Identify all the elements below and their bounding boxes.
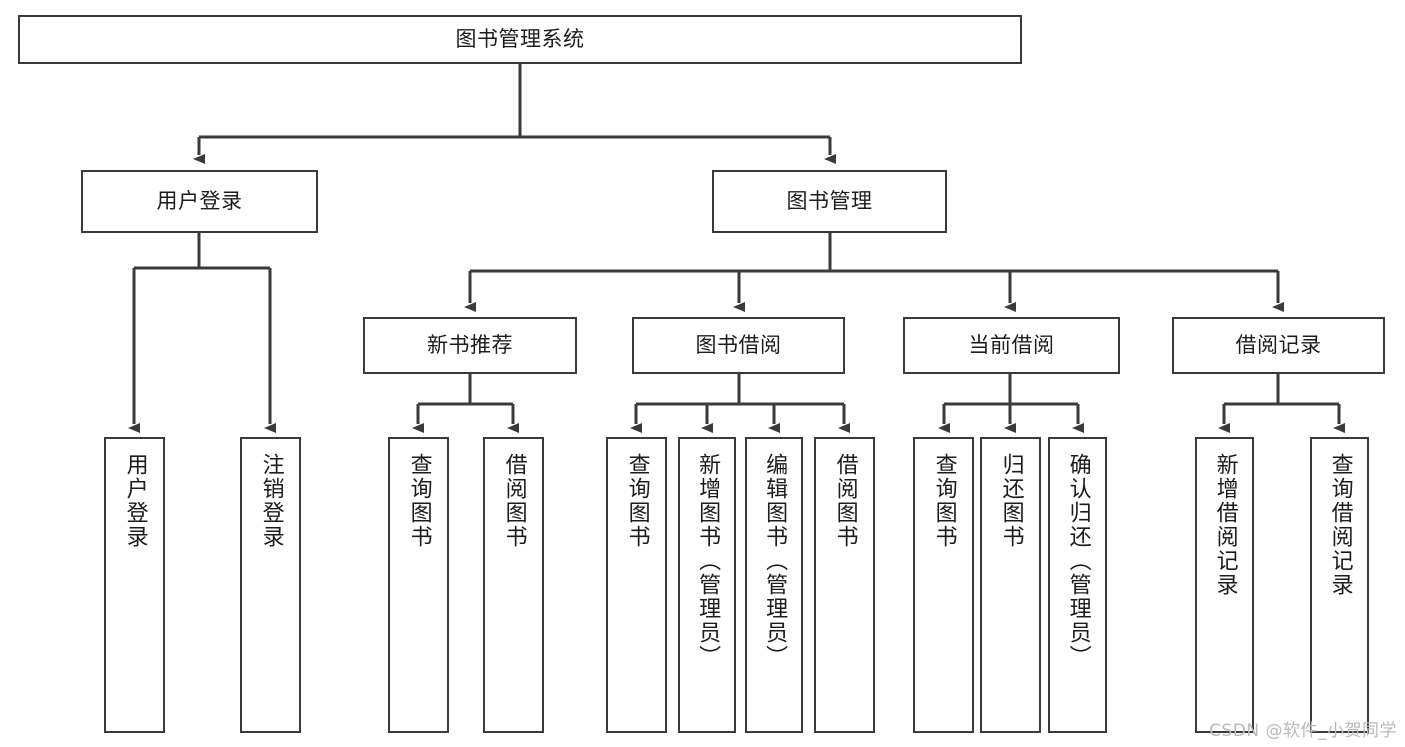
node-label: 查询图书 xyxy=(624,453,650,549)
node-leaf-query-book-3[interactable]: 查询图书 xyxy=(913,437,974,733)
node-label: 图书管理 xyxy=(786,189,873,214)
node-leaf-logout-login[interactable]: 注销登录 xyxy=(240,437,301,733)
node-leaf-edit-book[interactable]: 编辑图书（管理员） xyxy=(745,437,803,733)
node-label: 查询图书 xyxy=(406,453,432,549)
node-label: 编辑图书（管理员） xyxy=(762,453,788,669)
node-label: 借阅图书 xyxy=(501,453,527,549)
node-user-login[interactable]: 用户登录 xyxy=(81,170,318,233)
node-leaf-query-book-1[interactable]: 查询图书 xyxy=(388,437,449,733)
node-label: 图书管理系统 xyxy=(455,27,585,52)
node-label: 借阅图书 xyxy=(832,453,858,549)
node-label: 新增图书（管理员） xyxy=(695,453,721,669)
watermark-text: CSDN @软件_小贺同学 xyxy=(1209,721,1397,741)
node-label: 用户登录 xyxy=(156,189,243,214)
node-root[interactable]: 图书管理系统 xyxy=(18,15,1022,64)
node-label: 新书推荐 xyxy=(427,333,513,358)
node-leaf-add-record[interactable]: 新增借阅记录 xyxy=(1195,437,1254,733)
node-book-borrow[interactable]: 图书借阅 xyxy=(632,317,845,374)
node-book-manage[interactable]: 图书管理 xyxy=(712,170,947,233)
node-label: 借阅记录 xyxy=(1235,333,1322,358)
node-label: 用户登录 xyxy=(122,453,148,549)
node-label: 注销登录 xyxy=(258,453,284,549)
node-label: 归还图书 xyxy=(998,453,1024,549)
node-leaf-user-login[interactable]: 用户登录 xyxy=(104,437,165,733)
node-label: 查询图书 xyxy=(931,453,957,549)
node-label: 查询借阅记录 xyxy=(1327,453,1353,597)
node-leaf-borrow-book-1[interactable]: 借阅图书 xyxy=(483,437,544,733)
node-new-book-recommend[interactable]: 新书推荐 xyxy=(363,317,577,374)
node-leaf-confirm-return[interactable]: 确认归还（管理员） xyxy=(1048,437,1107,733)
node-current-borrow[interactable]: 当前借阅 xyxy=(903,317,1120,374)
node-leaf-return-book[interactable]: 归还图书 xyxy=(980,437,1041,733)
node-label: 当前借阅 xyxy=(968,333,1055,358)
node-label: 图书借阅 xyxy=(695,333,782,358)
node-leaf-query-book-2[interactable]: 查询图书 xyxy=(606,437,667,733)
node-leaf-add-book[interactable]: 新增图书（管理员） xyxy=(678,437,736,733)
node-leaf-borrow-book-2[interactable]: 借阅图书 xyxy=(814,437,875,733)
node-label: 确认归还（管理员） xyxy=(1065,453,1091,669)
node-label: 新增借阅记录 xyxy=(1212,453,1238,597)
node-borrow-record[interactable]: 借阅记录 xyxy=(1172,317,1385,374)
node-leaf-query-record[interactable]: 查询借阅记录 xyxy=(1310,437,1369,733)
